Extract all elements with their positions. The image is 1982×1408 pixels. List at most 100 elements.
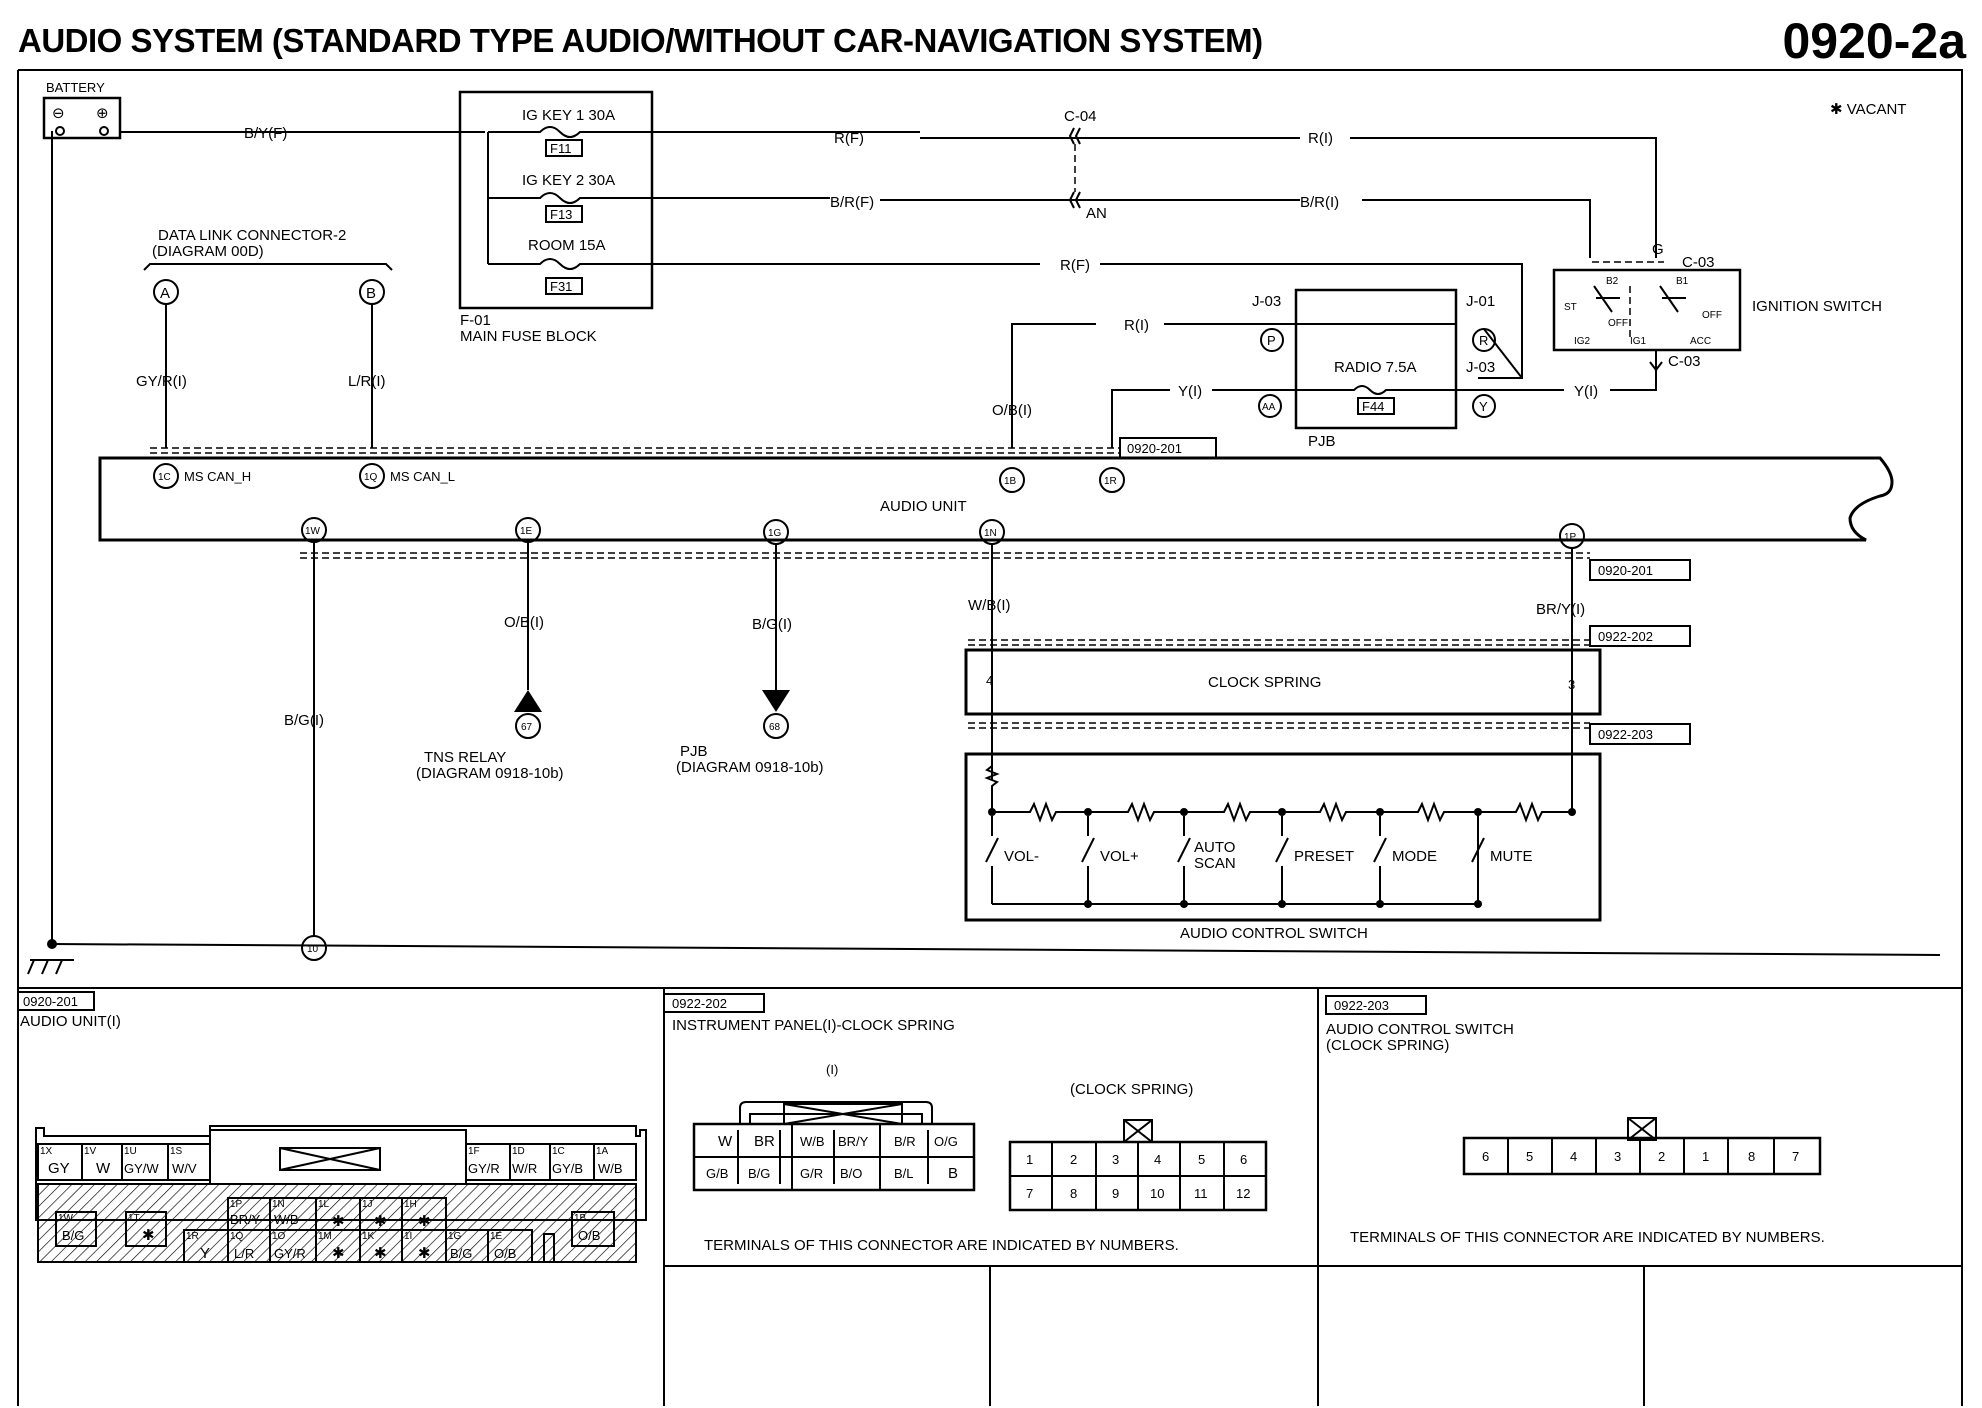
svg-text:1B: 1B (574, 1213, 587, 1224)
svg-text:6: 6 (1240, 1152, 1247, 1167)
svg-text:1C: 1C (158, 472, 171, 483)
svg-text:VOL-: VOL- (1004, 848, 1039, 865)
svg-text:L/R: L/R (234, 1246, 254, 1261)
svg-text:67: 67 (521, 722, 533, 733)
au-pin-1c: 1C (153, 463, 179, 489)
pjb-pin-aa: AA (1258, 394, 1282, 418)
svg-text:B: B (948, 1165, 958, 1182)
connector-j03a: J-03 (1252, 293, 1281, 310)
main-fuse-block (458, 90, 654, 310)
svg-text:1G: 1G (768, 528, 782, 539)
svg-text:1E: 1E (490, 1231, 503, 1242)
fuse-f11: IG KEY 1 30A F11 (488, 107, 920, 157)
svg-text:1J: 1J (362, 1199, 373, 1210)
clock-spring-box (964, 648, 1602, 716)
svg-text:1C: 1C (552, 1146, 565, 1157)
switch-mute: MUTE (1471, 808, 1533, 908)
dlc-pin-b: B (359, 279, 385, 305)
ref-0922-202 (1589, 625, 1691, 647)
clock-spring-name: CLOCK SPRING (1208, 674, 1321, 691)
wire-bg-ground: B/G(I) (284, 712, 324, 729)
ref-0922-203-text: 0922-203 (1598, 727, 1653, 742)
ref-0922-203 (1589, 723, 1691, 745)
svg-text:1N: 1N (272, 1199, 285, 1210)
svg-text:Y: Y (1479, 399, 1488, 414)
svg-text:TERMINALS OF THIS CONNECTOR AR: TERMINALS OF THIS CONNECTOR ARE INDICATE… (704, 1237, 1179, 1254)
svg-text:W/R: W/R (512, 1161, 537, 1176)
wire-ob-relay: O/B(I) (504, 614, 544, 631)
ms-can-l: MS CAN_L (390, 469, 455, 484)
connector-an: AN (1086, 205, 1107, 222)
svg-text:4: 4 (1570, 1149, 1577, 1164)
svg-text:✱: ✱ (418, 1245, 431, 1262)
svg-text:ROOM 15A: ROOM 15A (528, 237, 606, 254)
svg-text:TERMINALS OF THIS CONNECTOR AR: TERMINALS OF THIS CONNECTOR ARE INDICATE… (1350, 1229, 1825, 1246)
au-pin-1r: 1R (1099, 467, 1125, 493)
svg-text:BR/Y: BR/Y (838, 1134, 869, 1149)
ignition-switch (1552, 268, 1742, 352)
svg-text:8: 8 (1748, 1149, 1755, 1164)
svg-text:AUDIO CONTROL SWITCH: AUDIO CONTROL SWITCH (1326, 1021, 1514, 1038)
ref-0920-201-bot-text: 0920-201 (1598, 563, 1653, 578)
svg-text:11: 11 (1194, 1186, 1208, 1201)
pjb-box (1294, 288, 1458, 430)
svg-text:✱: ✱ (374, 1213, 387, 1230)
svg-text:INSTRUMENT PANEL(I)-CLOCK SPRI: INSTRUMENT PANEL(I)-CLOCK SPRING (672, 1017, 955, 1034)
svg-text:1W: 1W (305, 526, 321, 537)
svg-text:BR: BR (754, 1133, 775, 1150)
ignition-label: IGNITION SWITCH (1752, 298, 1882, 315)
connector-g: G (1652, 241, 1664, 258)
switch-auto-scan: AUTO SCAN (1177, 808, 1236, 908)
svg-text:1O: 1O (272, 1231, 286, 1242)
svg-text:GY/W: GY/W (124, 1161, 159, 1176)
svg-text:B: B (366, 285, 376, 302)
svg-text:3: 3 (1112, 1152, 1119, 1167)
wire-by-f: B/Y(F) (244, 125, 287, 142)
svg-text:VOL+: VOL+ (1100, 848, 1139, 865)
svg-text:1F: 1F (468, 1146, 480, 1157)
ref-0920-201-top-text: 0920-201 (1127, 441, 1182, 456)
au-pin-1b: 1B (999, 467, 1025, 493)
wire-r-f: R(F) (834, 130, 864, 147)
pjb-pin-y: Y (1472, 394, 1496, 418)
ref-0922-202-text: 0922-202 (1598, 629, 1653, 644)
svg-text:10: 10 (1150, 1186, 1164, 1201)
connector-c03-top: C-03 (1682, 254, 1715, 271)
svg-text:68: 68 (769, 722, 781, 733)
svg-text:MODE: MODE (1392, 848, 1437, 865)
svg-text:1W: 1W (58, 1213, 74, 1224)
ground-icon (27, 959, 74, 975)
wire-r-i: R(I) (1308, 130, 1333, 147)
svg-text:AUTO: AUTO (1194, 839, 1235, 856)
switch-vol-minus: VOL- (985, 808, 1039, 904)
ignition-contacts-icon (1593, 285, 1686, 313)
fuse-block-name: MAIN FUSE BLOCK (460, 328, 597, 345)
svg-text:1: 1 (1702, 1149, 1709, 1164)
svg-text:W/B: W/B (598, 1161, 623, 1176)
svg-text:1Q: 1Q (364, 472, 378, 483)
svg-text:1: 1 (1026, 1152, 1033, 1167)
pjb-ref-name: PJB (680, 743, 708, 760)
svg-text:1H: 1H (404, 1199, 417, 1210)
svg-text:GY/B: GY/B (552, 1161, 583, 1176)
svg-text:1E: 1E (520, 526, 533, 537)
svg-text:✱: ✱ (332, 1213, 345, 1230)
panel-audio-control-switch-connector: 0922-203 AUDIO CONTROL SWITCH (CLOCK SPR… (1325, 995, 1825, 1246)
svg-text:1K: 1K (362, 1231, 375, 1242)
svg-text:B/G: B/G (62, 1228, 84, 1243)
svg-text:8: 8 (1070, 1186, 1077, 1201)
battery-neg-icon: ⊖ (52, 105, 65, 122)
svg-text:1U: 1U (124, 1146, 137, 1157)
dlc-pin-a: A (153, 279, 179, 305)
svg-text:GY: GY (48, 1160, 70, 1177)
svg-text:0922-202: 0922-202 (672, 996, 727, 1011)
svg-text:B/G: B/G (748, 1166, 770, 1181)
wire-bry: BR/Y(I) (1536, 601, 1585, 618)
tns-diagram: (DIAGRAM 0918-10b) (416, 765, 564, 782)
svg-text:1M: 1M (318, 1231, 332, 1242)
svg-text:✱: ✱ (332, 1245, 345, 1262)
wire-bg-pjb: B/G(I) (752, 616, 792, 633)
svg-text:B/R: B/R (894, 1134, 916, 1149)
